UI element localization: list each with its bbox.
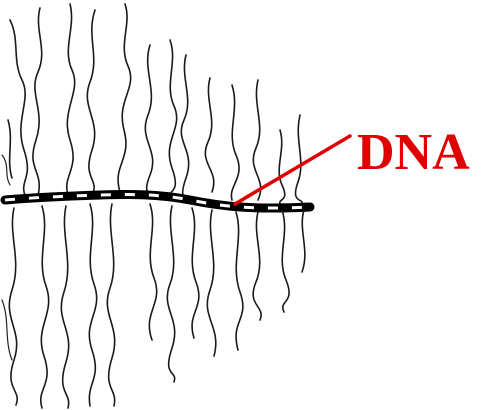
lower-strands — [1, 203, 306, 409]
label-pointer-line — [233, 134, 352, 206]
dna-label: DNA — [357, 124, 470, 181]
upper-strands — [1, 3, 303, 205]
dna-backbone — [0, 190, 315, 213]
